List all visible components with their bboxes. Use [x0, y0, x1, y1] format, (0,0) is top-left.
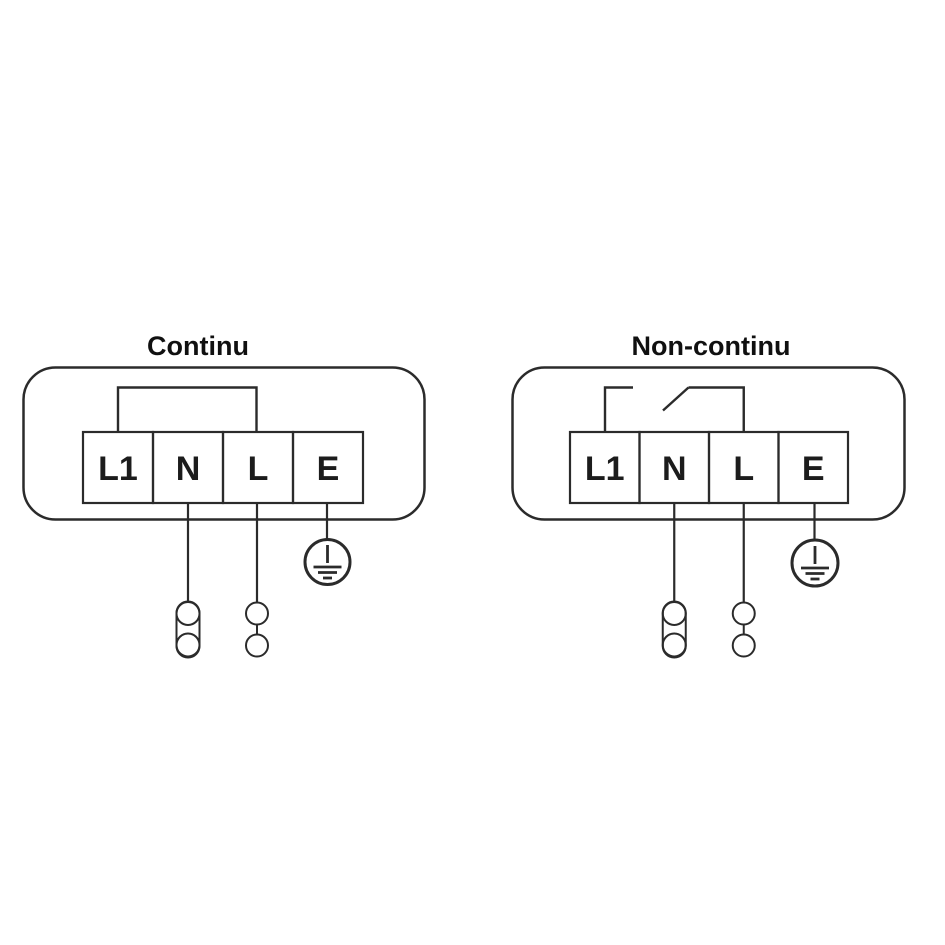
jumper-right-segment	[688, 386, 745, 432]
terminal-label-l1: L1	[585, 450, 625, 488]
terminal-label-l: L	[733, 450, 754, 488]
terminal-label-n: N	[176, 450, 201, 488]
terminal-block: L1 N L E	[568, 430, 850, 505]
twin-circle-connector-icon	[731, 601, 756, 658]
twin-circle-connector-icon	[245, 601, 269, 658]
earth-circle	[303, 538, 352, 586]
terminal-label-e: E	[317, 450, 340, 488]
terminal-label-e: E	[802, 450, 825, 488]
connector-bottom-circle	[731, 633, 756, 658]
enclosure-outline	[22, 366, 426, 521]
enclosure-outline	[511, 366, 906, 521]
switched-jumper-l1-to-l	[603, 386, 745, 432]
capsule-top-circle	[661, 601, 687, 626]
earth-circle	[790, 538, 840, 588]
capsule-top-circle	[175, 601, 201, 626]
capsule-connector-icon	[661, 600, 687, 659]
terminal-label-n: N	[662, 450, 687, 488]
earth-ground-icon	[790, 538, 840, 588]
capsule-outline	[661, 600, 687, 659]
switch-blade	[662, 386, 690, 412]
terminal-label-l: L	[248, 450, 269, 488]
capsule-outline	[175, 600, 201, 659]
connector-top-circle	[245, 601, 269, 626]
jumper-left-stub	[603, 386, 633, 432]
connector-top-circle	[731, 601, 756, 626]
connector-bottom-circle	[245, 633, 269, 658]
capsule-bottom-circle	[175, 632, 201, 658]
schematic-continuous: L1 N L E	[22, 366, 426, 659]
diagram-continuous: Continu L1 N L E	[20, 331, 430, 671]
terminal-block: L1 N L E	[81, 430, 365, 505]
earth-ground-icon	[303, 538, 352, 586]
jumper-wire-l1-to-l	[116, 386, 258, 432]
terminal-box-e	[777, 430, 850, 505]
terminal-label-l1: L1	[98, 450, 138, 488]
capsule-bottom-circle	[661, 632, 687, 658]
diagram-non-continuous: Non-continu L1 N L E	[500, 331, 920, 671]
diagram-title-non-continu: Non-continu	[631, 331, 791, 361]
diagram-title-continu: Continu	[147, 331, 249, 361]
schematic-non-continuous: L1 N L E	[511, 366, 906, 659]
capsule-connector-icon	[175, 600, 201, 659]
